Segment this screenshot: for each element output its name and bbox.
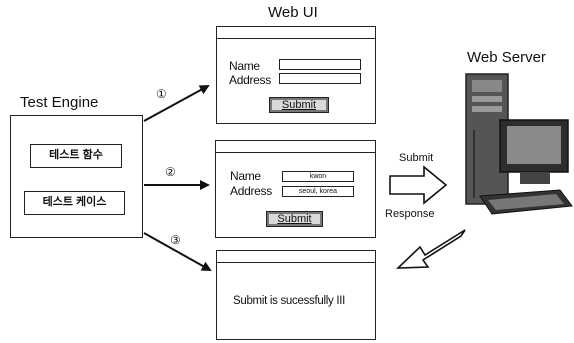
name-label: Name bbox=[230, 169, 261, 183]
submit-button[interactable]: Submit bbox=[266, 211, 323, 227]
address-label: Address bbox=[229, 73, 271, 87]
step-marker-3: ③ bbox=[170, 233, 181, 247]
test-function-box: 테스트 함수 bbox=[30, 144, 122, 168]
web-ui-title: Web UI bbox=[268, 4, 318, 21]
submit-flow-label: Submit bbox=[399, 152, 434, 164]
web-form-filled: Name Address kwon seoul, korea Submit bbox=[215, 140, 376, 238]
response-flow-arrow bbox=[395, 229, 466, 269]
submit-button-label: Submit bbox=[269, 214, 320, 225]
name-field[interactable] bbox=[279, 59, 361, 70]
result-message: Submit is sucessfully III bbox=[233, 295, 346, 307]
window-titlebar bbox=[217, 27, 375, 39]
address-label: Address bbox=[230, 184, 272, 198]
arrow-step-3 bbox=[143, 232, 212, 271]
response-flow-label: Response bbox=[385, 208, 435, 220]
submit-button[interactable]: Submit bbox=[269, 97, 329, 113]
test-case-box: 테스트 케이스 bbox=[24, 191, 125, 215]
arrow-step-1 bbox=[143, 85, 210, 122]
step-marker-1: ① bbox=[156, 87, 167, 101]
test-engine-box: 테스트 함수 테스트 케이스 bbox=[10, 115, 143, 238]
name-label: Name bbox=[229, 59, 260, 73]
step-marker-2: ② bbox=[165, 165, 176, 179]
submit-flow-arrow bbox=[389, 165, 448, 205]
result-window: Submit is sucessfully III bbox=[216, 250, 376, 340]
name-field[interactable]: kwon bbox=[282, 171, 354, 182]
submit-button-label: Submit bbox=[272, 100, 326, 111]
web-form-empty: Name Address Submit bbox=[216, 26, 376, 124]
address-field[interactable] bbox=[279, 73, 361, 84]
window-titlebar bbox=[216, 141, 375, 153]
address-field[interactable]: seoul, korea bbox=[282, 186, 354, 197]
window-titlebar bbox=[217, 251, 375, 263]
test-engine-title: Test Engine bbox=[20, 94, 99, 111]
web-server-title: Web Server bbox=[467, 49, 546, 66]
